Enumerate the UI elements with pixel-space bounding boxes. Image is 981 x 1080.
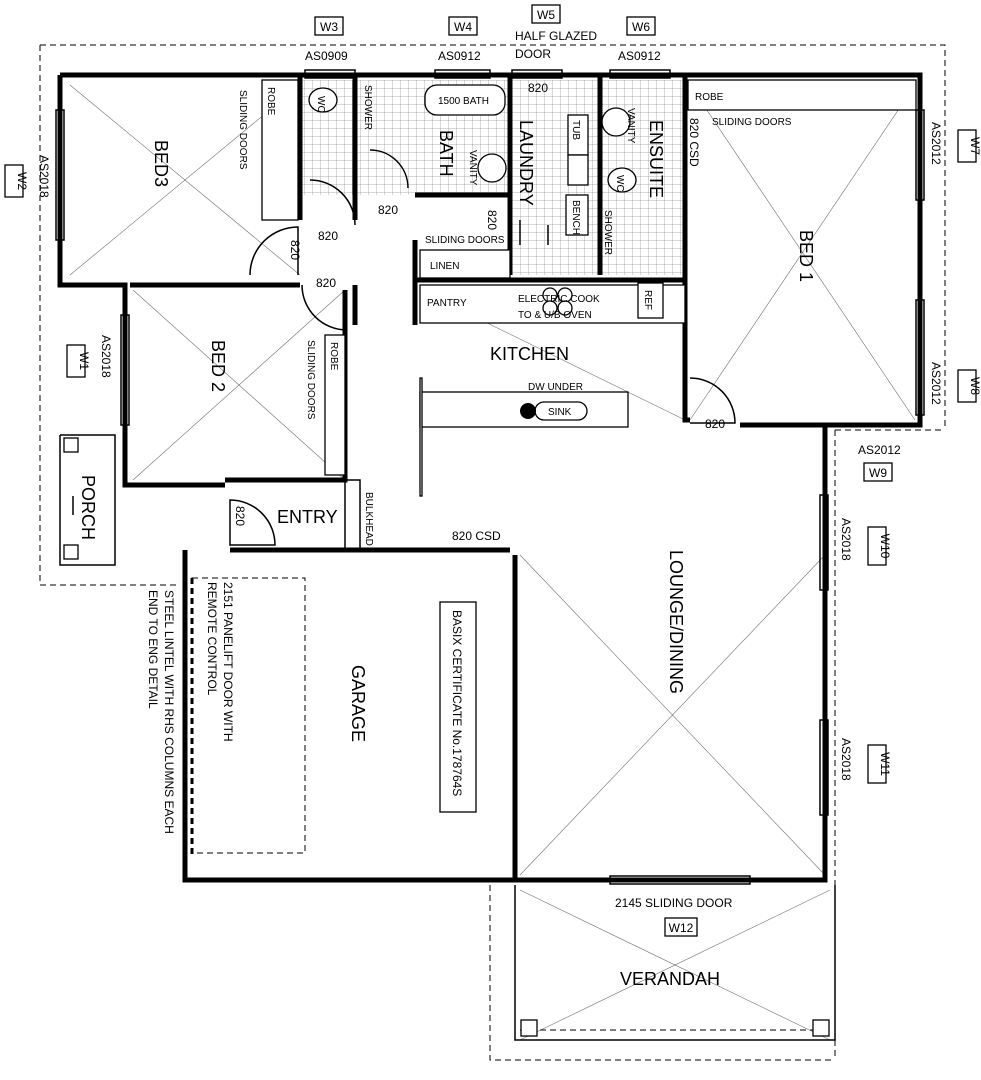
sliding-door-2145: 2145 SLIDING DOOR [615, 896, 733, 910]
porch-structure [59, 434, 116, 566]
w7-tag: W7 [968, 137, 981, 155]
w10-spec: AS2018 [839, 518, 853, 561]
w6-tag: W6 [632, 20, 650, 34]
w2-tag: W2 [15, 172, 29, 190]
door-820-entry: 820 [233, 506, 247, 526]
window-openings [55, 69, 925, 885]
basix-box [439, 601, 477, 813]
bed3-sliding-label: SLIDING DOORS [237, 90, 248, 170]
w8-tag: W8 [968, 377, 981, 395]
garage-notes: 2151 PANELIFT DOOR WITH REMOTE CONTROL S… [146, 582, 477, 834]
bath-shower-label: SHOWER [362, 85, 373, 130]
room-ensuite: ENSUITE [646, 120, 666, 198]
room-bed1: BED 1 [796, 230, 816, 282]
dw-label: DW UNDER [528, 382, 583, 393]
bed1-robe-label: ROBE [695, 92, 724, 103]
bed2-sliding-label: SLIDING DOORS [305, 340, 316, 420]
room-garage: GARAGE [348, 665, 368, 742]
w3-tag: W3 [320, 20, 338, 34]
ensuite-vanity-label: VANITY [625, 108, 636, 144]
w12-tag: W12 [669, 921, 694, 935]
room-laundry: LAUNDRY [516, 120, 536, 206]
room-lounge: LOUNGE/DINING [666, 550, 686, 694]
w1-spec: AS2018 [99, 335, 113, 378]
bed2-robe-label: ROBE [328, 342, 339, 371]
verandah-structure [514, 885, 836, 1041]
fixture-labels: ROBE SLIDING DOORS ROBE SLIDING DOORS RO… [237, 85, 792, 546]
window-tags: W3 W4 W5 W6 W9 W12 W2 W1 W7 W8 W10 W11 [4, 4, 981, 937]
internal-walls [130, 75, 825, 880]
door-820-bed1: 820 [705, 417, 725, 431]
door-820-linen: 820 [485, 210, 499, 230]
w1-tag: W1 [77, 352, 91, 370]
door-swings [229, 149, 736, 546]
w11-tag: W11 [878, 752, 892, 776]
cook-label: ELECTRIC COOK [518, 294, 600, 305]
linen-label: LINEN [430, 261, 459, 272]
room-bath: BATH [436, 130, 456, 177]
panelift-note-2: REMOTE CONTROL [205, 582, 219, 696]
w5-tag: W5 [537, 8, 555, 22]
ensuite-csd-label: 820 CSD [687, 118, 701, 167]
w8-spec: AS2012 [929, 362, 943, 405]
sink-label: SINK [548, 407, 572, 418]
lintel-note-2: END TO ENG DETAIL [146, 590, 160, 709]
eave-outline [39, 44, 946, 1061]
door-820-laundry: 820 [528, 81, 548, 95]
w2-spec: AS2018 [37, 155, 51, 198]
w4-spec: AS0912 [438, 49, 481, 63]
bath-1500-label: 1500 BATH [438, 96, 489, 107]
ref-label: REF [642, 290, 653, 310]
panelift-note-1: 2151 PANELIFT DOOR WITH [221, 582, 235, 742]
bath-wc-label: WC [315, 96, 326, 113]
bath-vanity-label: VANITY [467, 150, 478, 186]
w9-spec: AS2012 [858, 443, 901, 457]
w11-spec: AS2018 [839, 738, 853, 781]
room-labels: BED3 BED 2 BED 1 BATH LAUNDRY ENSUITE KI… [78, 120, 816, 989]
half-glazed-door-note: DOOR [515, 47, 551, 61]
fixtures [261, 79, 917, 551]
lintel-note-1: STEEL LINTEL WITH RHS COLUMNS EACH [162, 590, 176, 834]
room-kitchen: KITCHEN [490, 344, 569, 364]
room-entry: ENTRY [277, 507, 338, 527]
door-820-bath: 820 [378, 203, 398, 217]
basix-note: BASIX CERTIFICATE No.178764S [450, 610, 464, 796]
bulkhead-label: BULKHEAD [363, 492, 374, 546]
bed3-robe-label: ROBE [265, 87, 276, 116]
ensuite-wc-label: WC [614, 175, 625, 192]
lounge-csd-label: 820 CSD [452, 529, 501, 543]
window-specs: AS0909 AS0912 AS0912 AS2012 AS2018 AS201… [37, 29, 943, 781]
room-bed2: BED 2 [208, 340, 228, 392]
w7-spec: AS2012 [929, 122, 943, 165]
room-bed3: BED3 [151, 140, 171, 187]
w6-spec: AS0912 [618, 49, 661, 63]
ensuite-shower-label: SHOWER [602, 210, 613, 255]
door-dimensions: 820 820 820 820 820 820 820 820 820 CSD … [233, 81, 733, 910]
w9-tag: W9 [869, 466, 887, 480]
bed1-sliding-label: SLIDING DOORS [712, 117, 792, 128]
door-820-bed3: 820 [318, 229, 338, 243]
room-diagonals [69, 84, 916, 1041]
linen-sliding-label: SLIDING DOORS [425, 235, 505, 246]
door-820-bed3-side: 820 [288, 240, 302, 260]
w4-tag: W4 [454, 20, 472, 34]
room-porch: PORCH [78, 475, 98, 540]
w3-spec: AS0909 [305, 49, 348, 63]
half-glazed-note: HALF GLAZED [515, 29, 597, 43]
door-820-bed2: 820 [316, 276, 336, 290]
laundry-tub-label: TUB [570, 120, 581, 140]
oven-label: TO & U/B OVEN [518, 310, 592, 321]
laundry-bench-label: BENCH [570, 200, 581, 235]
room-verandah: VERANDAH [620, 969, 720, 989]
panelift-door-outline [191, 577, 306, 854]
w10-tag: W10 [878, 534, 892, 559]
pantry-label: PANTRY [427, 298, 467, 309]
